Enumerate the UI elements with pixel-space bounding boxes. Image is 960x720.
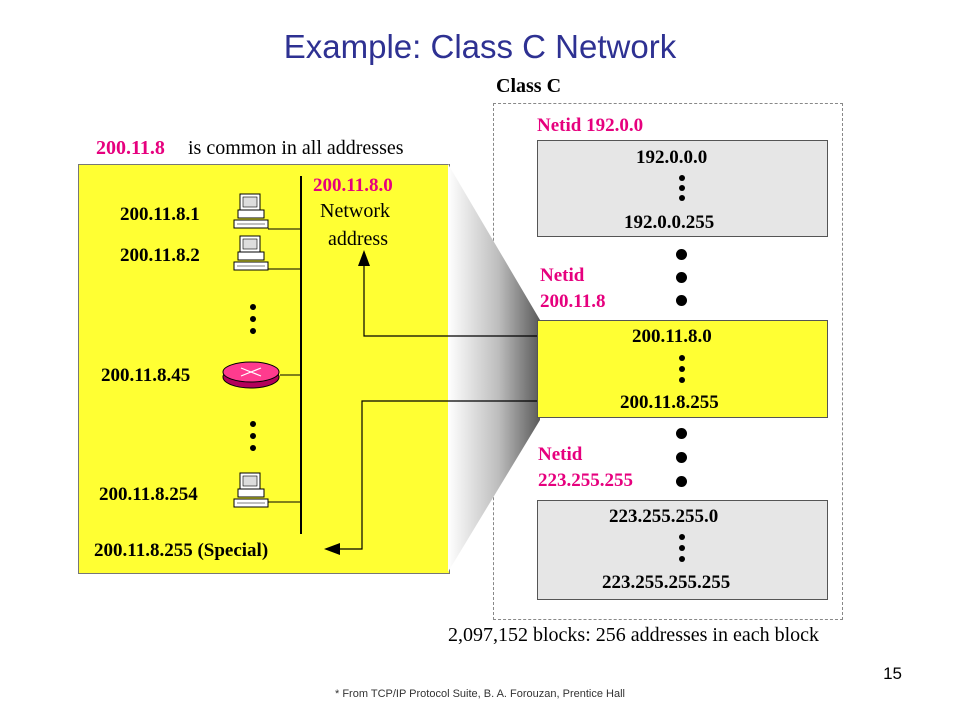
block-middle-end: 200.11.8.255 [620, 392, 719, 413]
page-number: 15 [883, 664, 902, 683]
host-address-2: 200.11.8.2 [120, 245, 200, 266]
ellipsis-dot [676, 452, 687, 463]
router-icon [222, 361, 280, 389]
ellipsis-dot [679, 175, 685, 181]
broadcast-address: 200.11.8.255 (Special) [94, 540, 269, 561]
ellipsis-dot [679, 195, 685, 201]
block-last-end: 223.255.255.255 [602, 572, 731, 593]
ellipsis-dot [679, 545, 685, 551]
ellipsis-dot [676, 428, 687, 439]
ellipsis-dot [250, 328, 256, 334]
netid-middle-label-2: 200.11.8 [540, 291, 606, 312]
ellipsis-dot [679, 366, 685, 372]
netid-first-label: Netid 192.0.0 [537, 115, 644, 136]
source-footnote: * From TCP/IP Protocol Suite, B. A. Foro… [335, 688, 625, 700]
ellipsis-dot [679, 377, 685, 383]
computer-icon [233, 193, 269, 229]
slide-title: Example: Class C Network [283, 28, 677, 65]
ellipsis-dot [679, 185, 685, 191]
block-last-start: 223.255.255.0 [609, 506, 719, 527]
ellipsis-dot [679, 534, 685, 540]
network-address-label-1: Network [320, 200, 390, 222]
ellipsis-dot [676, 249, 687, 260]
block-middle-start: 200.11.8.0 [632, 326, 712, 347]
ellipsis-dot [676, 476, 687, 487]
broadcast-arrow [336, 400, 612, 550]
ellipsis-dot [676, 295, 687, 306]
ellipsis-dot [250, 445, 256, 451]
netid-last-label-1: Netid [538, 444, 583, 465]
ellipsis-dot [250, 316, 256, 322]
router-address: 200.11.8.45 [101, 365, 191, 386]
common-caption: is common in all addresses [188, 137, 404, 159]
ellipsis-dot [250, 304, 256, 310]
computer-icon [233, 235, 269, 271]
ellipsis-dot [250, 421, 256, 427]
computer-icon [233, 472, 269, 508]
ellipsis-dot [676, 272, 687, 283]
block-first-start: 192.0.0.0 [636, 147, 708, 168]
block-first-end: 192.0.0.255 [624, 212, 715, 233]
blocks-summary: 2,097,152 blocks: 256 addresses in each … [448, 624, 820, 646]
ellipsis-dot [679, 556, 685, 562]
network-address-label-2: address [328, 228, 388, 250]
class-c-label: Class C [496, 75, 562, 97]
host-address-254: 200.11.8.254 [99, 484, 198, 505]
netid-middle-label-1: Netid [540, 265, 585, 286]
ellipsis-dot [250, 433, 256, 439]
network-address-value: 200.11.8.0 [313, 175, 393, 196]
host-address-1: 200.11.8.1 [120, 204, 200, 225]
ellipsis-dot [679, 355, 685, 361]
zoom-funnel [448, 164, 540, 572]
netid-last-label-2: 223.255.255 [538, 470, 633, 491]
common-prefix: 200.11.8 [96, 137, 165, 159]
